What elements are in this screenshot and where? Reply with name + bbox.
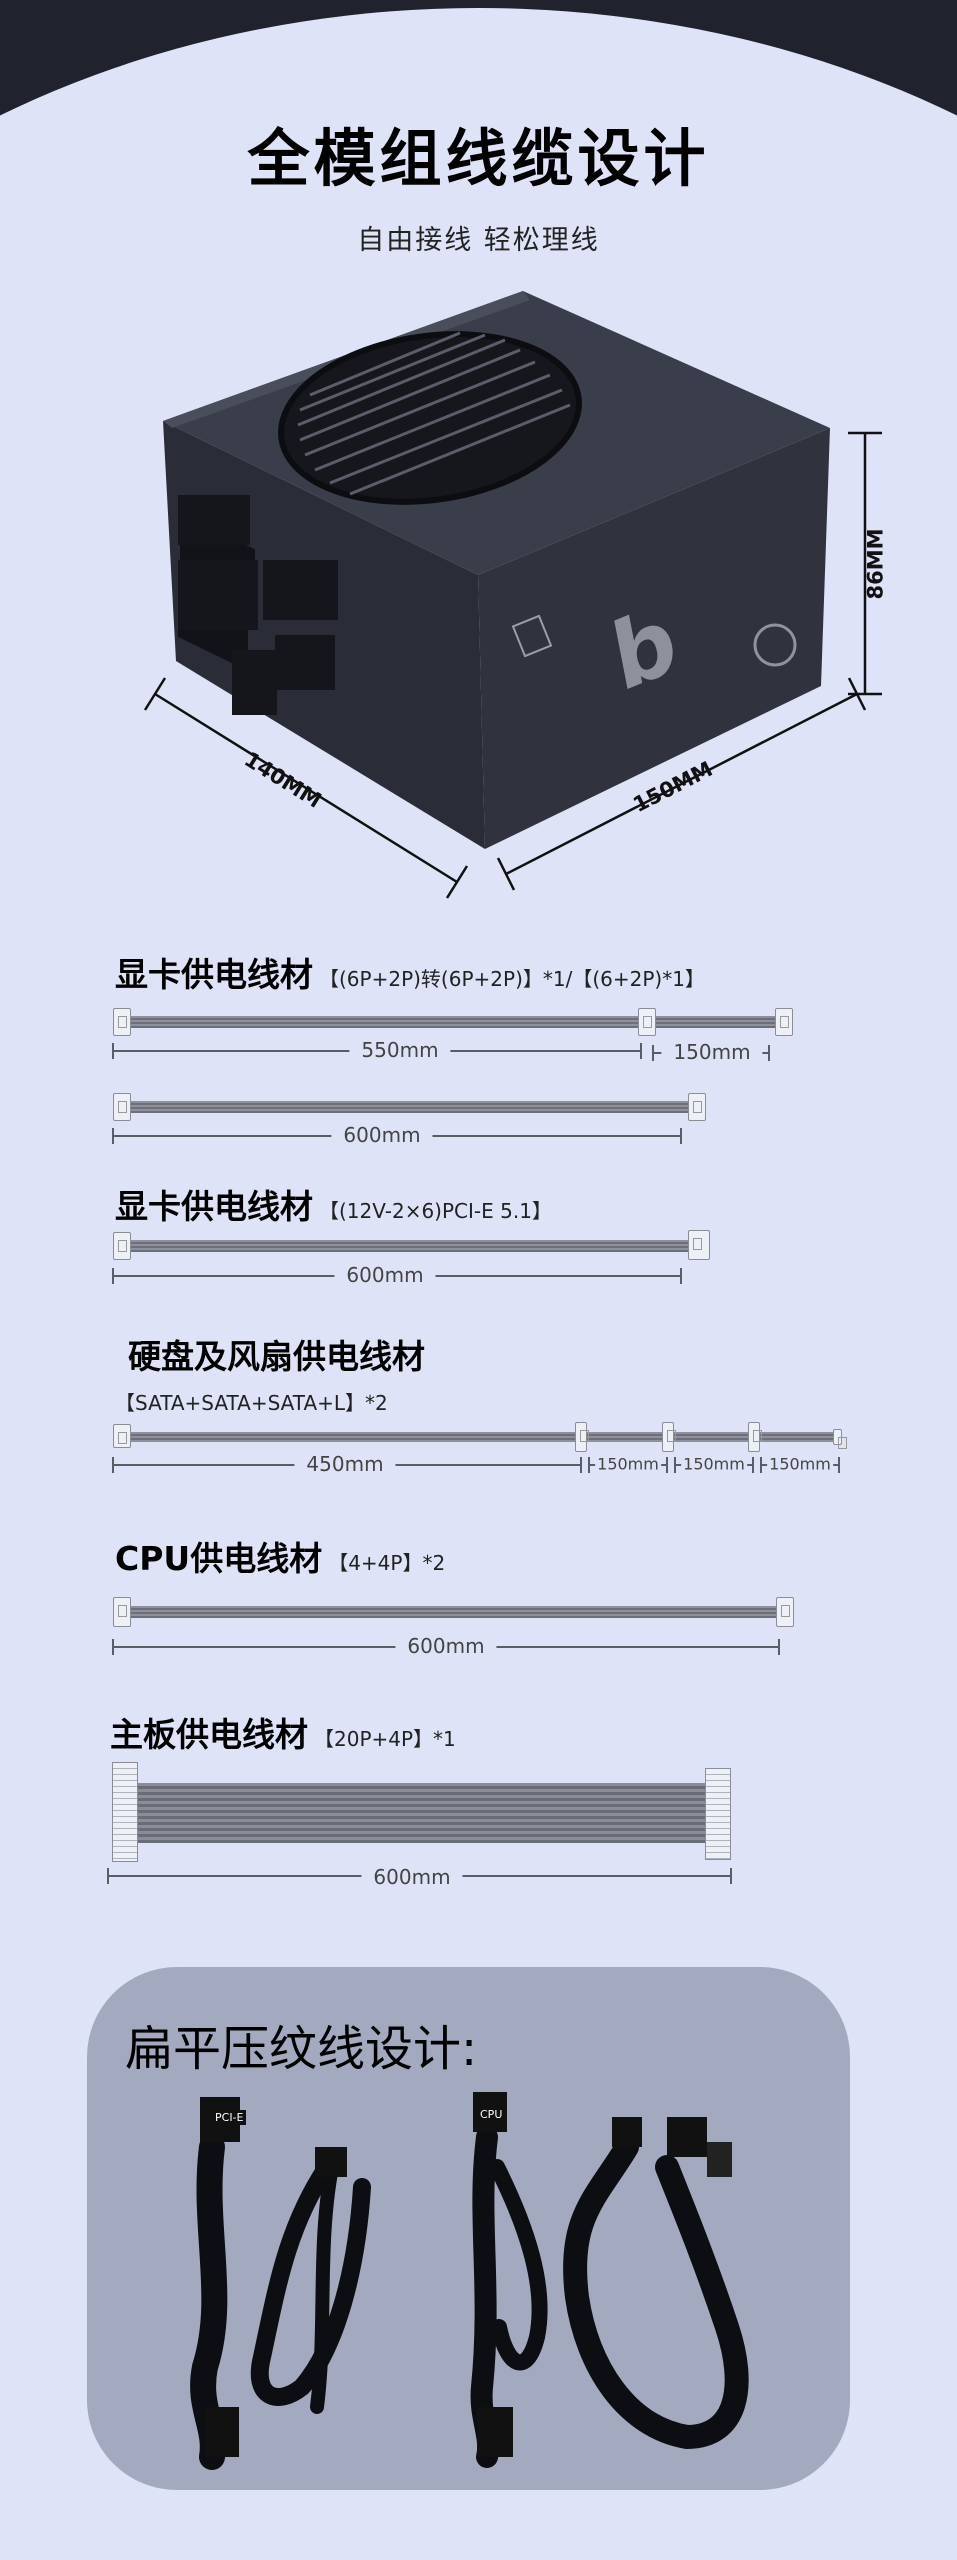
length-label: 600mm (361, 1865, 463, 1889)
dimension-height: 86MM (863, 528, 888, 600)
flat-cable-title: 扁平压纹线设计: (125, 2021, 478, 2077)
length-label: 600mm (395, 1634, 497, 1658)
length-label: 600mm (334, 1263, 436, 1287)
section-gpu-cable-heading: 显卡供电线材【(6P+2P)转(6P+2P)】*1/【(6+2P)*1】 (115, 955, 705, 994)
length-label: 150mm (661, 1040, 763, 1064)
length-label: 450mm (294, 1452, 396, 1476)
section-sata-cable-spec: 【SATA+SATA+SATA+L】*2 (115, 1391, 388, 1415)
section-sata-cable-heading: 硬盘及风扇供电线材 (128, 1337, 425, 1376)
section-cpu-cable-heading: CPU供电线材【4+4P】*2 (115, 1539, 446, 1578)
section-gpu-12v-cable-heading: 显卡供电线材【(12V-2×6)PCI-E 5.1】 (115, 1187, 552, 1226)
flat-cable-panel: 扁平压纹线设计: PCI-E CPU (87, 1967, 850, 2490)
page-subtitle: 自由接线 轻松理线 (357, 225, 600, 256)
psu-product-image: b (143, 291, 882, 899)
page-title: 全模组线缆设计 (247, 122, 710, 195)
length-label: 150mm (681, 1454, 747, 1474)
length-label: 550mm (349, 1038, 451, 1062)
length-label: 600mm (331, 1123, 433, 1147)
length-label: 150mm (767, 1454, 833, 1474)
cpu-connector-label: CPU (477, 2107, 506, 2122)
pcie-connector-label: PCI-E (212, 2110, 247, 2125)
length-label: 150mm (595, 1454, 661, 1474)
section-motherboard-cable-heading: 主板供电线材【20P+4P】*1 (110, 1715, 456, 1754)
cable-photos (190, 2092, 749, 2470)
